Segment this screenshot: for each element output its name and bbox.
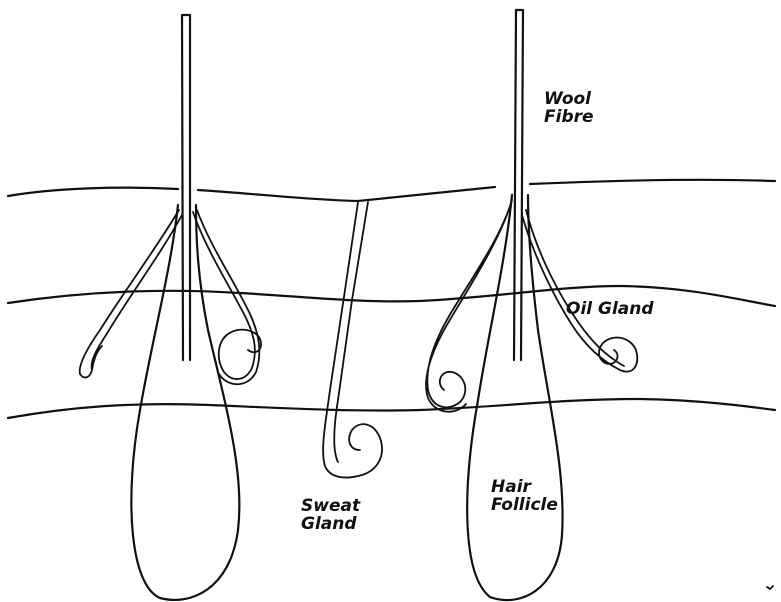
right-wool-fibre bbox=[514, 10, 523, 360]
sweat-gland-duct bbox=[323, 202, 382, 478]
left-hair-follicle bbox=[80, 15, 261, 600]
print-mark bbox=[767, 586, 773, 589]
label-wool-fibre: Wool Fibre bbox=[544, 90, 594, 126]
skin-layers bbox=[8, 180, 775, 418]
label-hair-follicle-line-1: Hair bbox=[491, 478, 558, 496]
left-wool-fibre bbox=[182, 15, 190, 360]
subcutis-line bbox=[8, 399, 775, 418]
label-wool-fibre-line-1: Wool bbox=[544, 90, 594, 108]
label-hair-follicle-line-2: Follicle bbox=[491, 496, 558, 514]
right-oil-gland-left bbox=[426, 200, 512, 412]
label-wool-fibre-line-2: Fibre bbox=[544, 108, 594, 126]
label-sweat-gland-line-1: Sweat bbox=[301, 497, 360, 515]
label-oil-gland-line-1: Oil Gland bbox=[566, 300, 654, 318]
sweat-gland bbox=[323, 202, 382, 478]
label-sweat-gland-line-2: Gland bbox=[301, 515, 360, 533]
label-sweat-gland: Sweat Gland bbox=[301, 497, 360, 533]
skin-surface-line bbox=[8, 180, 775, 201]
label-oil-gland: Oil Gland bbox=[566, 300, 654, 318]
label-hair-follicle: Hair Follicle bbox=[491, 478, 558, 514]
